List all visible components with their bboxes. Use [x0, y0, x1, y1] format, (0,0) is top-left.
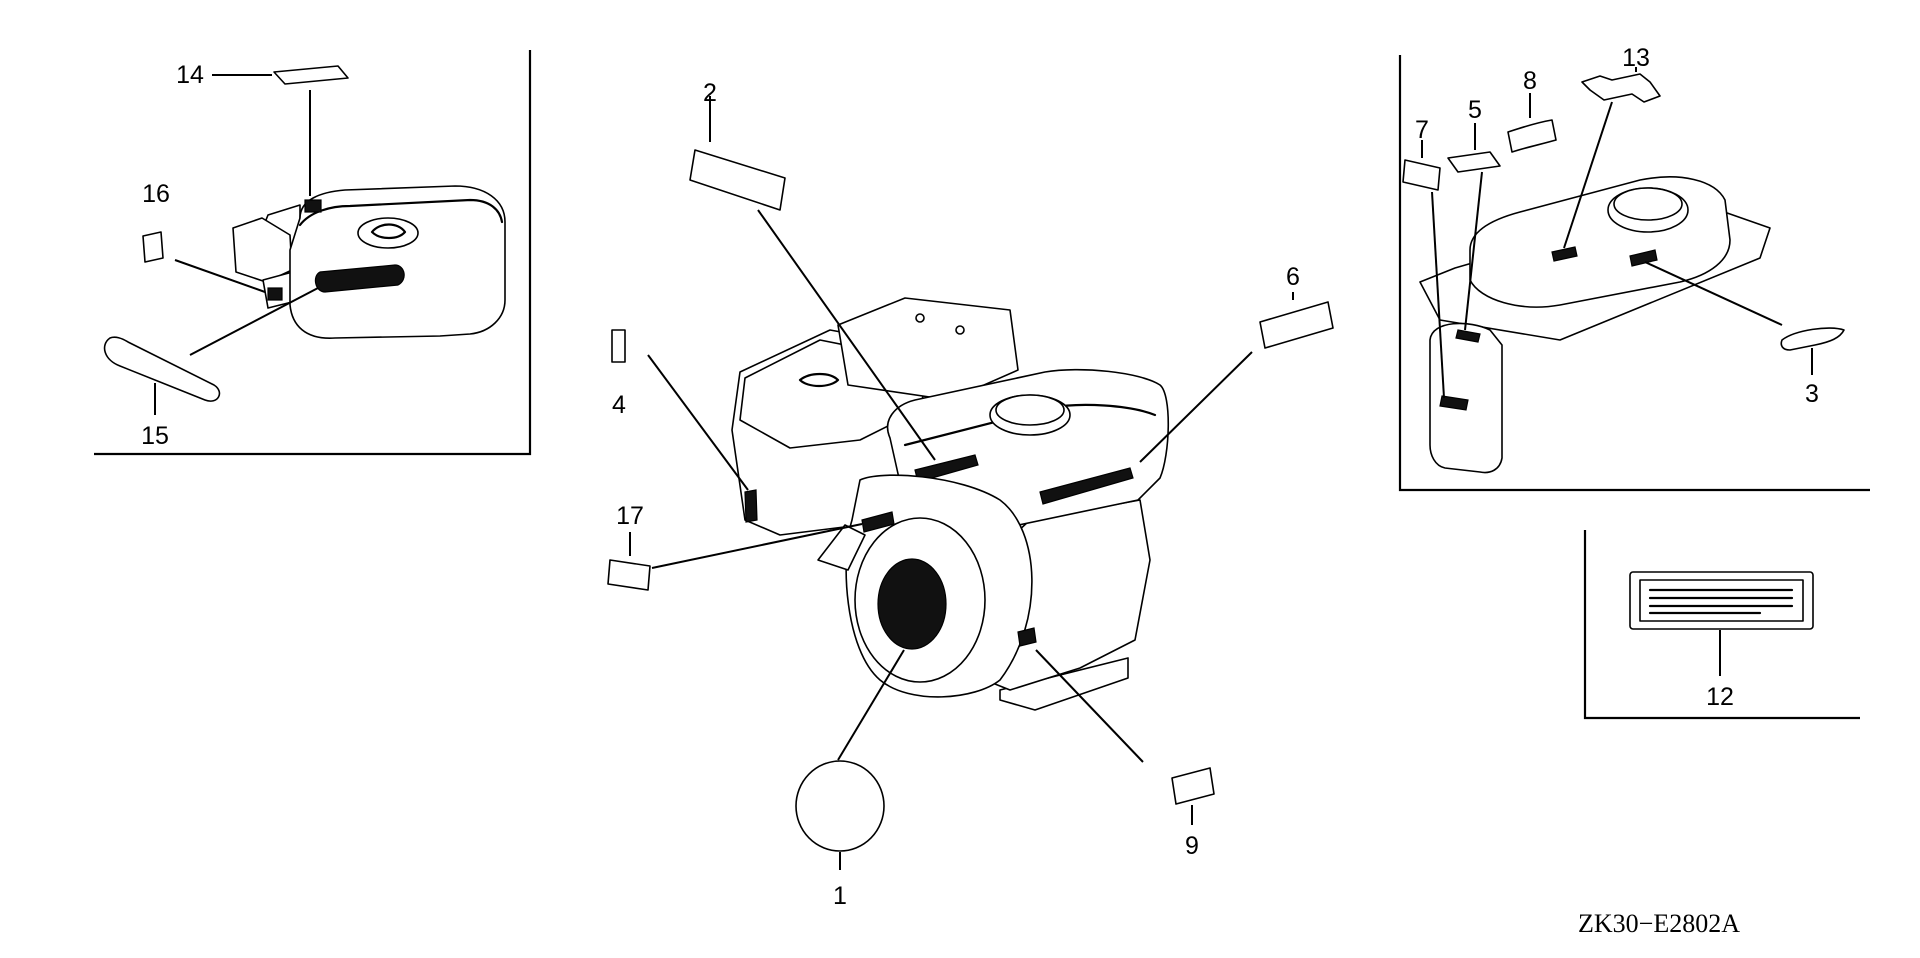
part-17-label — [607, 559, 651, 591]
callout-15: 15 — [141, 422, 169, 450]
panel-frame-right — [1398, 55, 1870, 492]
label-16-decal — [267, 287, 283, 301]
callout-5: 5 — [1468, 96, 1482, 124]
label-6-decal — [1039, 467, 1134, 505]
part-15-label — [103, 336, 221, 402]
callout-8: 8 — [1523, 67, 1537, 95]
callout-12: 12 — [1706, 683, 1734, 711]
part-6-label — [1259, 301, 1334, 349]
air-cleaner-illustration — [232, 185, 506, 339]
part-4-label — [611, 329, 626, 363]
recoil-center-decal — [877, 558, 947, 650]
panel-frame-left — [94, 50, 532, 456]
engine-panel: 2 4 6 17 1 9 — [607, 79, 1334, 910]
part-13-label — [1581, 73, 1661, 103]
label-12-panel: 12 — [1583, 530, 1860, 720]
callout-9: 9 — [1185, 832, 1199, 860]
fuel-tank-illustration — [1419, 176, 1771, 474]
air-cleaner-panel: 14 16 15 — [94, 50, 532, 456]
top-box — [837, 297, 1019, 401]
engine-base — [999, 657, 1129, 711]
callout-7: 7 — [1415, 116, 1429, 144]
callout-6: 6 — [1286, 263, 1300, 291]
part-5-label — [1447, 151, 1501, 173]
side-tank — [1429, 322, 1503, 474]
panel-frame-lower-right — [1583, 530, 1860, 720]
label-9-decal — [1017, 627, 1037, 647]
label-15-decal — [314, 264, 405, 293]
starter-grip — [817, 524, 866, 571]
callout-13: 13 — [1622, 44, 1650, 72]
callout-3: 3 — [1805, 380, 1819, 408]
fuel-tank-panel: 7 5 8 13 3 — [1398, 44, 1870, 492]
label-13-decal — [1551, 246, 1578, 262]
label-14-decal — [304, 199, 322, 213]
part-2-label — [689, 149, 786, 211]
callout-2: 2 — [703, 79, 717, 107]
callout-17: 17 — [616, 502, 644, 530]
label-3-decal — [1629, 249, 1658, 267]
part-8-label — [1507, 119, 1557, 153]
part-9-label — [1171, 767, 1215, 805]
drawing-code: ZK30−E2802A — [1578, 909, 1740, 938]
label-4-decal — [744, 489, 758, 523]
part-7-label — [1402, 159, 1441, 191]
label-7-decal — [1439, 395, 1469, 411]
part-14-label — [273, 65, 349, 85]
part-16-label — [142, 231, 164, 263]
part-1-label — [795, 760, 885, 852]
part-3-label — [1780, 327, 1845, 351]
label-5-decal — [1455, 329, 1481, 343]
label-17-decal — [861, 511, 895, 533]
callout-4: 4 — [612, 391, 626, 419]
callout-1: 1 — [833, 882, 847, 910]
callout-14: 14 — [176, 61, 204, 89]
callout-16: 16 — [142, 180, 170, 208]
